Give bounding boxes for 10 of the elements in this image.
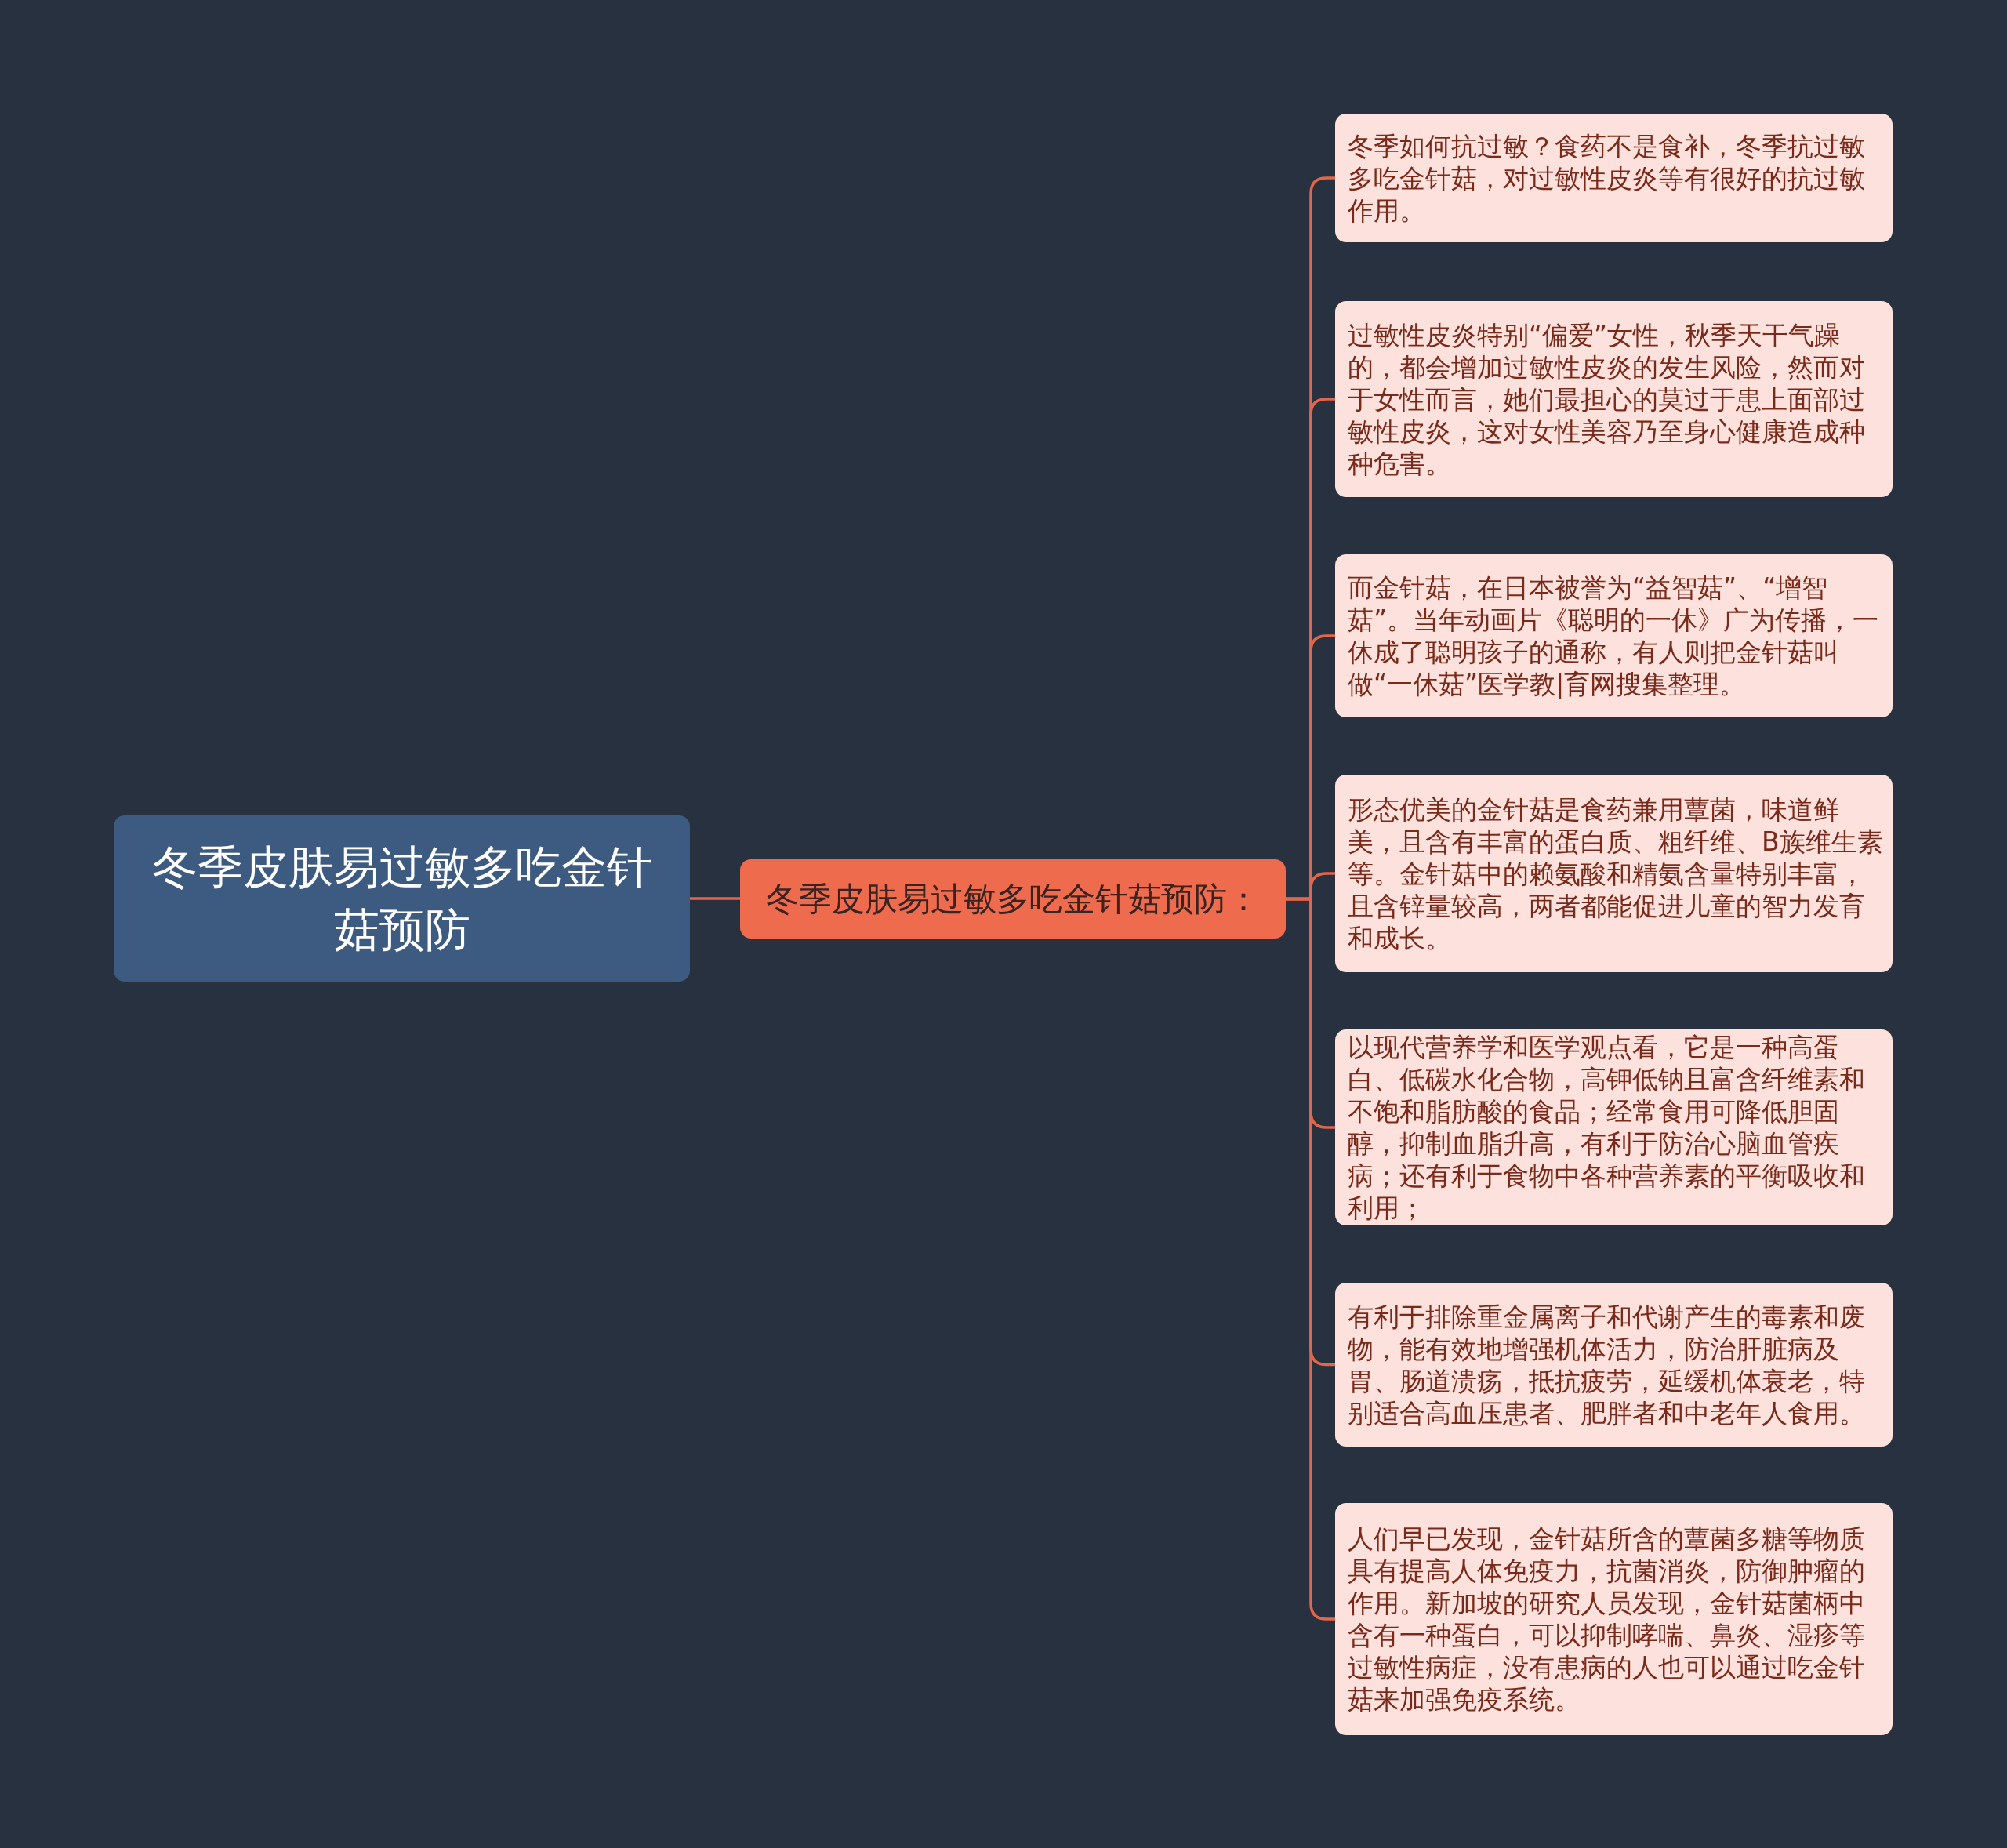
branch-box: 冬季皮肤易过敏多吃金针菇预防： <box>740 859 1286 939</box>
connector-line <box>690 897 740 900</box>
note-box: 以现代营养学和医学观点看，它是一种高蛋白、低碳水化合物，高钾低钠且富含纤维素和不饱和脂肪酸的食品；经常食用可降低胆固醇，抑制血脂升高，有利于防治心脑血管疾病；还有利于食物中各种营养素的平衡吸收和利用； <box>1335 1029 1893 1225</box>
note-box: 过敏性皮炎特别“偏爱”女性，秋季天干气躁的，都会增加过敏性皮炎的发生风险，然而对于女性而言，她们最担心的莫过于患上面部过敏性皮炎，这对女性美容乃至身心健康造成种种危害。 <box>1335 301 1893 497</box>
note-box: 有利于排除重金属离子和代谢产生的毒素和废物，能有效地增强机体活力，防治肝脏病及胃、肠道溃疡，抵抗疲劳，延缓机体衰老，特别适合高血压患者、肥胖者和中老年人食用。 <box>1335 1283 1893 1447</box>
note-box: 冬季如何抗过敏？食药不是食补，冬季抗过敏多吃金针菇，对过敏性皮炎等有很好的抗过敏作用。 <box>1335 114 1893 242</box>
note-box: 而金针菇，在日本被誉为“益智菇”、“增智菇”。当年动画片《聪明的一休》广为传播，一休成了聪明孩子的通称，有人则把金针菇叫做“一休菇”医学教|育网搜集整理。 <box>1335 554 1893 717</box>
topic-box: 冬季皮肤易过敏多吃金针菇预防 <box>114 815 690 982</box>
note-box: 人们早已发现，金针菇所含的蕈菌多糖等物质具有提高人体免疫力，抗菌消炎，防御肿瘤的作用。新加坡的研究人员发现，金针菇菌柄中含有一种蛋白，可以抑制哮喘、鼻炎、湿疹等过敏性病症，没有患病的人也可以通过吃金针菇来加强免疫系统。 <box>1335 1503 1893 1735</box>
note-box: 形态优美的金针菇是食药兼用蕈菌，味道鲜美，且含有丰富的蛋白质、粗纤维、B族维生素等。金针菇中的赖氨酸和精氨含量特别丰富，且含锌量较高，两者都能促进儿童的智力发育和成长。 <box>1335 775 1893 972</box>
